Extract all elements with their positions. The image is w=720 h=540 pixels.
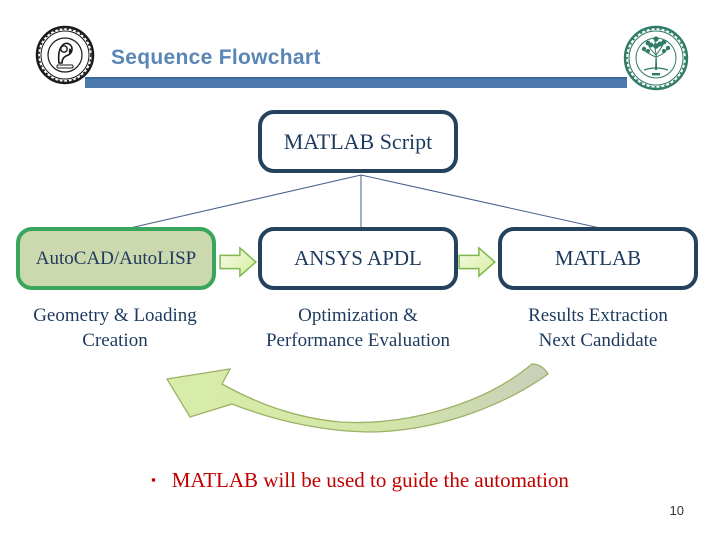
title-underline-bar	[85, 77, 627, 88]
slide-title: Sequence Flowchart	[111, 46, 321, 69]
bullet-text: MATLAB will be used to guide the automat…	[171, 468, 569, 492]
right-block-arrow-icon	[458, 246, 497, 278]
node-label: AutoCAD/AutoLISP	[35, 247, 197, 269]
flowchart-node-ansys-apdl: ANSYS APDL	[258, 227, 458, 290]
node-label: ANSYS APDL	[294, 246, 422, 270]
flowchart-node-matlab-script: MATLAB Script	[258, 110, 458, 173]
caption-results-extraction: Results Extraction Next Candidate	[528, 305, 668, 351]
curved-loop-back-arrow-icon	[165, 363, 549, 433]
page-number: 10	[669, 503, 684, 518]
caption-optimization: Optimization & Performance Evaluation	[265, 305, 451, 351]
right-block-arrow-icon	[219, 246, 258, 278]
bullet-line: ▪ MATLAB will be used to guide the automa…	[0, 468, 720, 493]
caption-geometry-loading: Geometry & Loading Creation	[33, 305, 197, 351]
flowchart-node-autocad: AutoCAD/AutoLISP	[16, 227, 216, 290]
flowchart-node-matlab: MATLAB	[498, 227, 698, 290]
bullet-marker-icon: ▪	[151, 472, 156, 487]
college-tree-seal-icon	[623, 25, 689, 91]
node-label: MATLAB Script	[283, 128, 433, 154]
university-seal-icon	[35, 25, 95, 85]
node-label: MATLAB	[554, 246, 642, 270]
